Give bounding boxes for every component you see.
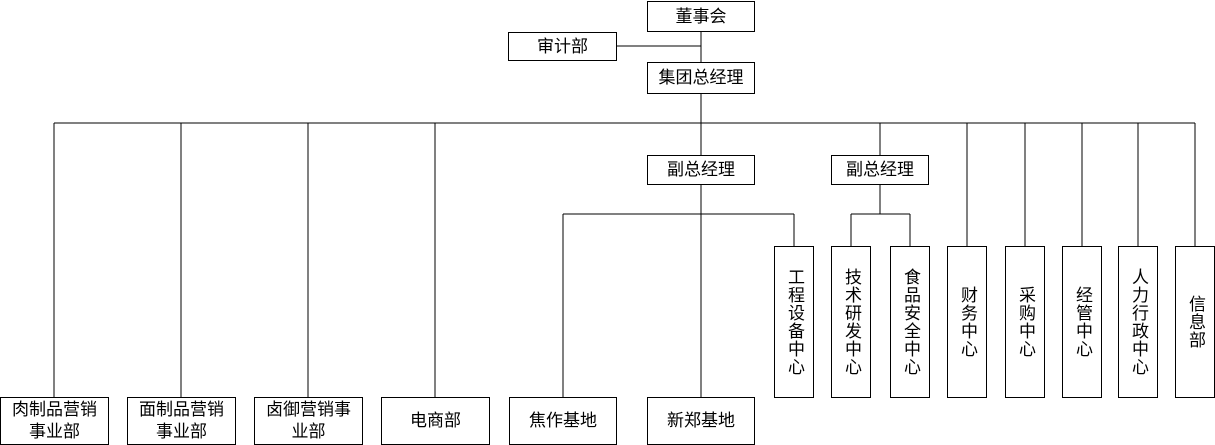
node-noodle-marketing: 面制品营销事业部 xyxy=(127,397,236,445)
node-finance-label: 财务中心 xyxy=(957,286,977,358)
node-hr-admin: 人力行政中心 xyxy=(1118,246,1158,398)
node-meat-marketing: 肉制品营销事业部 xyxy=(0,397,109,445)
node-finance: 财务中心 xyxy=(947,246,987,398)
node-tech-rnd-label: 技术研发中心 xyxy=(841,268,861,376)
node-ecommerce: 电商部 xyxy=(381,397,490,445)
node-tech-rnd: 技术研发中心 xyxy=(831,246,871,398)
node-hr-admin-label: 人力行政中心 xyxy=(1128,268,1148,376)
node-management: 经管中心 xyxy=(1062,246,1102,398)
node-engineering: 工程设备中心 xyxy=(774,246,814,398)
node-gm: 集团总经理 xyxy=(647,62,755,94)
node-purchase-label: 采购中心 xyxy=(1015,286,1035,358)
node-engineering-label: 工程设备中心 xyxy=(784,268,804,376)
node-board: 董事会 xyxy=(647,1,755,32)
node-info: 信息部 xyxy=(1175,246,1215,398)
node-vp-2: 副总经理 xyxy=(831,155,929,185)
node-vp-1: 副总经理 xyxy=(647,155,755,185)
node-braise-marketing: 卤御营销事业部 xyxy=(254,397,363,445)
node-info-label: 信息部 xyxy=(1185,295,1205,349)
node-food-safety-label: 食品安全中心 xyxy=(900,268,920,376)
node-management-label: 经管中心 xyxy=(1072,286,1092,358)
node-purchase: 采购中心 xyxy=(1005,246,1045,398)
node-jiaozuo-base: 焦作基地 xyxy=(509,397,617,445)
node-audit: 审计部 xyxy=(508,32,617,61)
node-xinzheng-base: 新郑基地 xyxy=(647,397,755,445)
node-food-safety: 食品安全中心 xyxy=(890,246,930,398)
